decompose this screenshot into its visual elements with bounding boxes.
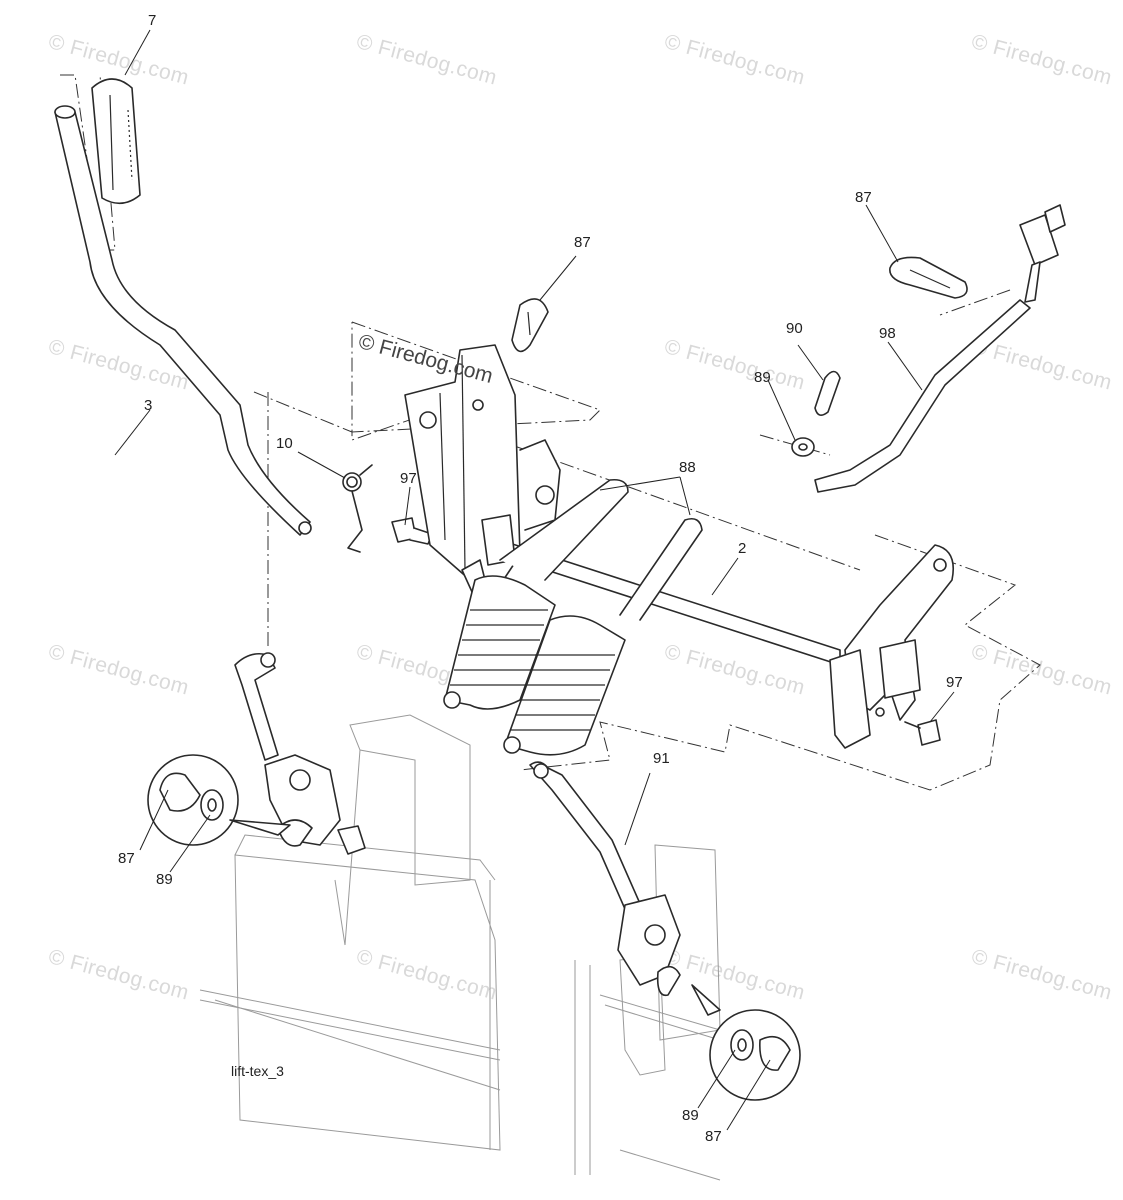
callout-87: 87 (574, 234, 591, 251)
callout-89: 89 (156, 871, 173, 888)
hairpin-clip (889, 256, 968, 299)
callout-97: 97 (946, 674, 963, 691)
callout-87: 87 (855, 189, 872, 206)
detail-circle-right (691, 984, 801, 1101)
link-rod (234, 652, 366, 855)
callout-2: 2 (738, 540, 747, 557)
hairpin-clip (511, 298, 549, 353)
callout-3: 3 (144, 397, 153, 414)
phantom-lines (60, 74, 1041, 791)
leader-lines (114, 29, 955, 1131)
detail-circle-left (147, 754, 291, 846)
lift-lever (54, 105, 312, 536)
callout-89: 89 (682, 1107, 699, 1124)
bolt (904, 719, 941, 746)
callout-97: 97 (400, 470, 417, 487)
handle-grip (91, 78, 141, 205)
callout-87: 87 (705, 1128, 722, 1145)
lift-springs (443, 478, 703, 756)
callout-98: 98 (879, 325, 896, 342)
washer (791, 437, 815, 457)
adjustment-rod (814, 204, 1066, 493)
callout-88: 88 (679, 459, 696, 476)
callout-10: 10 (276, 435, 293, 452)
callout-89: 89 (754, 369, 771, 386)
callout-91: 91 (653, 750, 670, 767)
callout-90: 90 (786, 320, 803, 337)
lift-arm (829, 544, 954, 749)
diagram-caption: lift-tex_3 (231, 1063, 284, 1079)
callout-87: 87 (118, 850, 135, 867)
clip-pin (814, 370, 841, 416)
torsion-spring (342, 464, 373, 553)
lift-link (529, 761, 681, 997)
callout-7: 7 (148, 12, 157, 29)
